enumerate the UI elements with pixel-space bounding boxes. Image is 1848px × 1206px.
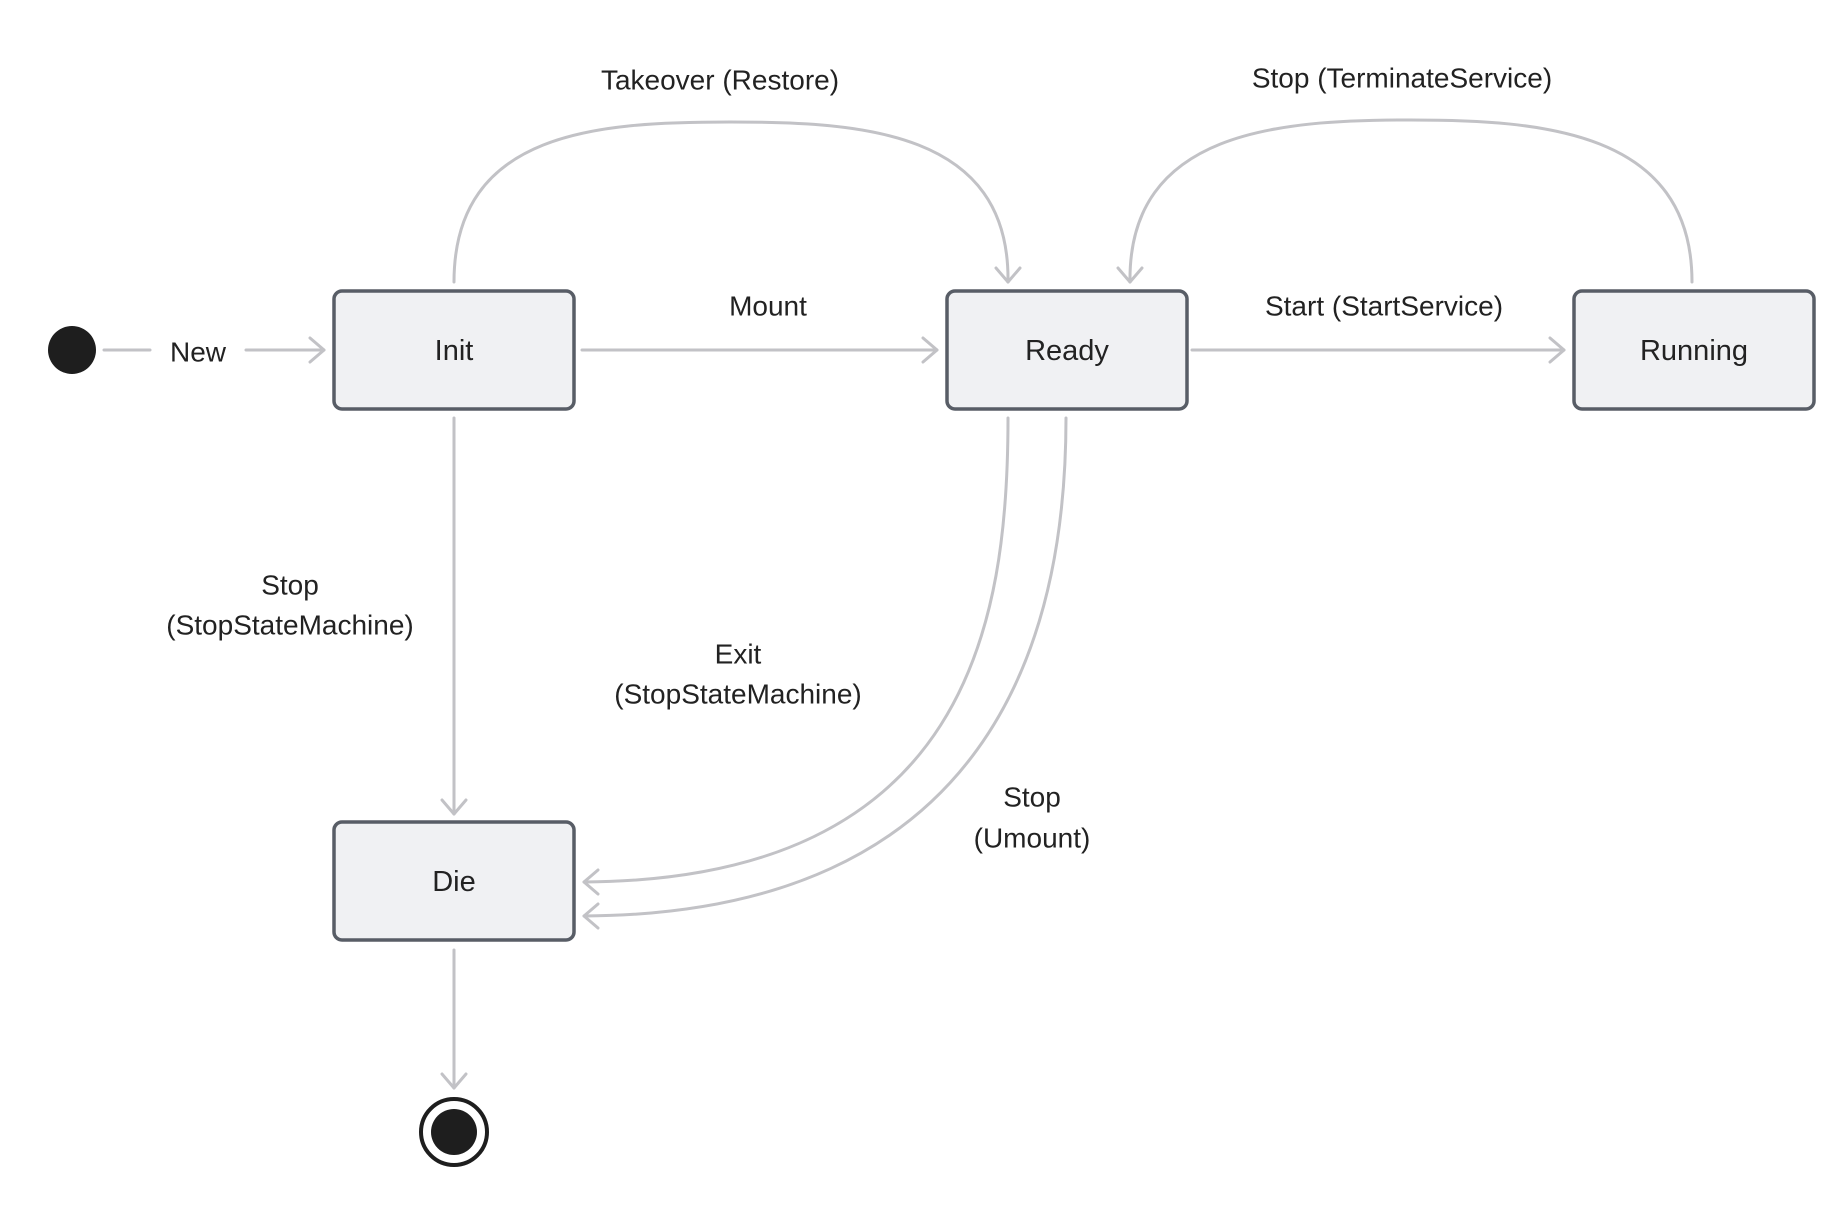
label-mount: Mount [729, 291, 807, 322]
label-init-stop-line2: (StopStateMachine) [166, 610, 413, 641]
label-ready-stop-line1: Stop [1003, 782, 1061, 813]
state-running-box [1572, 289, 1816, 411]
state-ready-box [945, 289, 1189, 411]
label-init-stop-line1: Stop [261, 570, 319, 601]
label-start: Start (StartService) [1265, 291, 1503, 322]
state-init-box [332, 289, 576, 411]
arrowhead-die-umount [582, 902, 600, 930]
label-exit-line2: (StopStateMachine) [614, 679, 861, 710]
state-ready-label: Ready [1025, 335, 1109, 367]
state-die-label: Die [432, 866, 476, 898]
edge-running-stop-ready [1128, 118, 1694, 284]
edge-ready-stop-die [582, 416, 1068, 918]
state-ready: Ready [945, 289, 1189, 411]
label-new: New [170, 337, 227, 368]
final-state-dot [431, 1109, 477, 1155]
arrowhead-ready-takeover [994, 266, 1022, 284]
state-init: Init [332, 289, 576, 411]
transitions [102, 118, 1694, 1090]
state-die-box [332, 820, 576, 942]
edge-ready-exit-die [582, 416, 1010, 884]
arrowhead-ready-terminate [1116, 266, 1144, 284]
arrowhead-final [440, 1072, 468, 1090]
state-running-label: Running [1640, 335, 1748, 367]
label-takeover: Takeover (Restore) [601, 65, 839, 96]
arrowhead-ready-mount [921, 336, 939, 364]
state-running: Running [1572, 289, 1816, 411]
arrowhead-die-stop [440, 798, 468, 816]
initial-state [48, 326, 96, 374]
final-state [419, 1097, 489, 1167]
edge-init-takeover-ready [452, 120, 1010, 284]
label-ready-stop-line2: (Umount) [974, 823, 1091, 854]
label-exit-line1: Exit [715, 639, 762, 670]
arrowhead-running [1548, 336, 1566, 364]
arrowhead-init [308, 336, 326, 364]
arrowhead-die-exit [582, 868, 600, 896]
state-init-label: Init [435, 335, 474, 367]
state-die: Die [332, 820, 576, 942]
label-stop-terminate: Stop (TerminateService) [1252, 63, 1552, 94]
